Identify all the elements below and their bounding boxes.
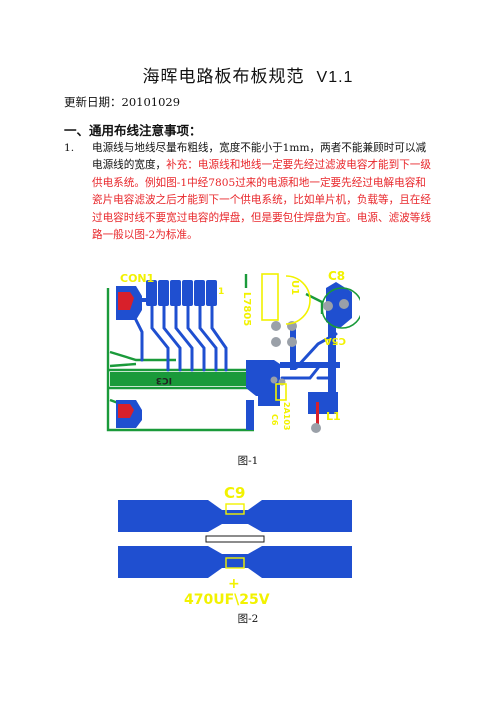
bus-traces bbox=[134, 288, 338, 380]
label-ic3: IC3 bbox=[156, 375, 172, 385]
gray-pads bbox=[270, 299, 349, 433]
label-l1: L1 bbox=[326, 410, 341, 423]
section-heading: 一、通用布线注意事项： bbox=[64, 123, 202, 138]
label-pin1: 1 bbox=[218, 287, 224, 297]
version-label: V1.1 bbox=[316, 69, 354, 86]
traces bbox=[118, 500, 352, 578]
label-c8: C8 bbox=[328, 269, 345, 283]
label-l7805: L7805 bbox=[241, 292, 252, 326]
label-c9: C9 bbox=[224, 484, 245, 502]
page-title: 海晖电路板布板规范 V1.1 bbox=[0, 62, 496, 87]
ic3-body bbox=[110, 372, 250, 386]
label-c6-value: 2A103 bbox=[282, 402, 291, 430]
item-number: 1. bbox=[64, 142, 75, 154]
update-date: 更新日期：20101029 bbox=[64, 95, 181, 109]
list-item: 1. 电源线与地线尽量布粗线，宽度不能小于1mm，两者不能兼顾时可以减电源线的宽… bbox=[64, 140, 434, 244]
label-plus: + bbox=[228, 576, 240, 592]
figure-2-caption: 图-2 bbox=[237, 613, 259, 625]
label-c6: C6 bbox=[270, 414, 279, 426]
label-u1: U1 bbox=[289, 280, 300, 295]
u1-silk bbox=[261, 273, 360, 401]
c9-silk bbox=[205, 503, 265, 569]
label-capacitor-value: 470UF\25V bbox=[184, 592, 270, 608]
item-text-black: 电源线与地线尽量布粗线，宽度不能小于1mm，两者不能兼顾时可以减电源线的宽度， bbox=[92, 142, 427, 172]
figure-1-caption: 图-1 bbox=[237, 455, 259, 467]
con1-pins bbox=[146, 280, 217, 306]
label-c5a: C5A bbox=[324, 335, 346, 346]
figure-1-pcb-layout: CON1 1 L7805 U1 C8 C5A IC3 C6 2A103 L1 bbox=[106, 269, 360, 433]
title-text: 海晖电路板布板规范 bbox=[142, 67, 305, 87]
figure-2-capacitor-traces: C9 + 470UF\25V bbox=[118, 484, 352, 608]
item-text-red: 补充：电源线和地线一定要先经过滤波电容才能到下一级供电系统。例如图-1中经780… bbox=[92, 159, 431, 242]
label-con1: CON1 bbox=[120, 272, 154, 285]
red-pads bbox=[118, 292, 319, 424]
item-body: 电源线与地线尽量布粗线，宽度不能小于1mm，两者不能兼顾时可以减电源线的宽度，补… bbox=[92, 140, 434, 244]
